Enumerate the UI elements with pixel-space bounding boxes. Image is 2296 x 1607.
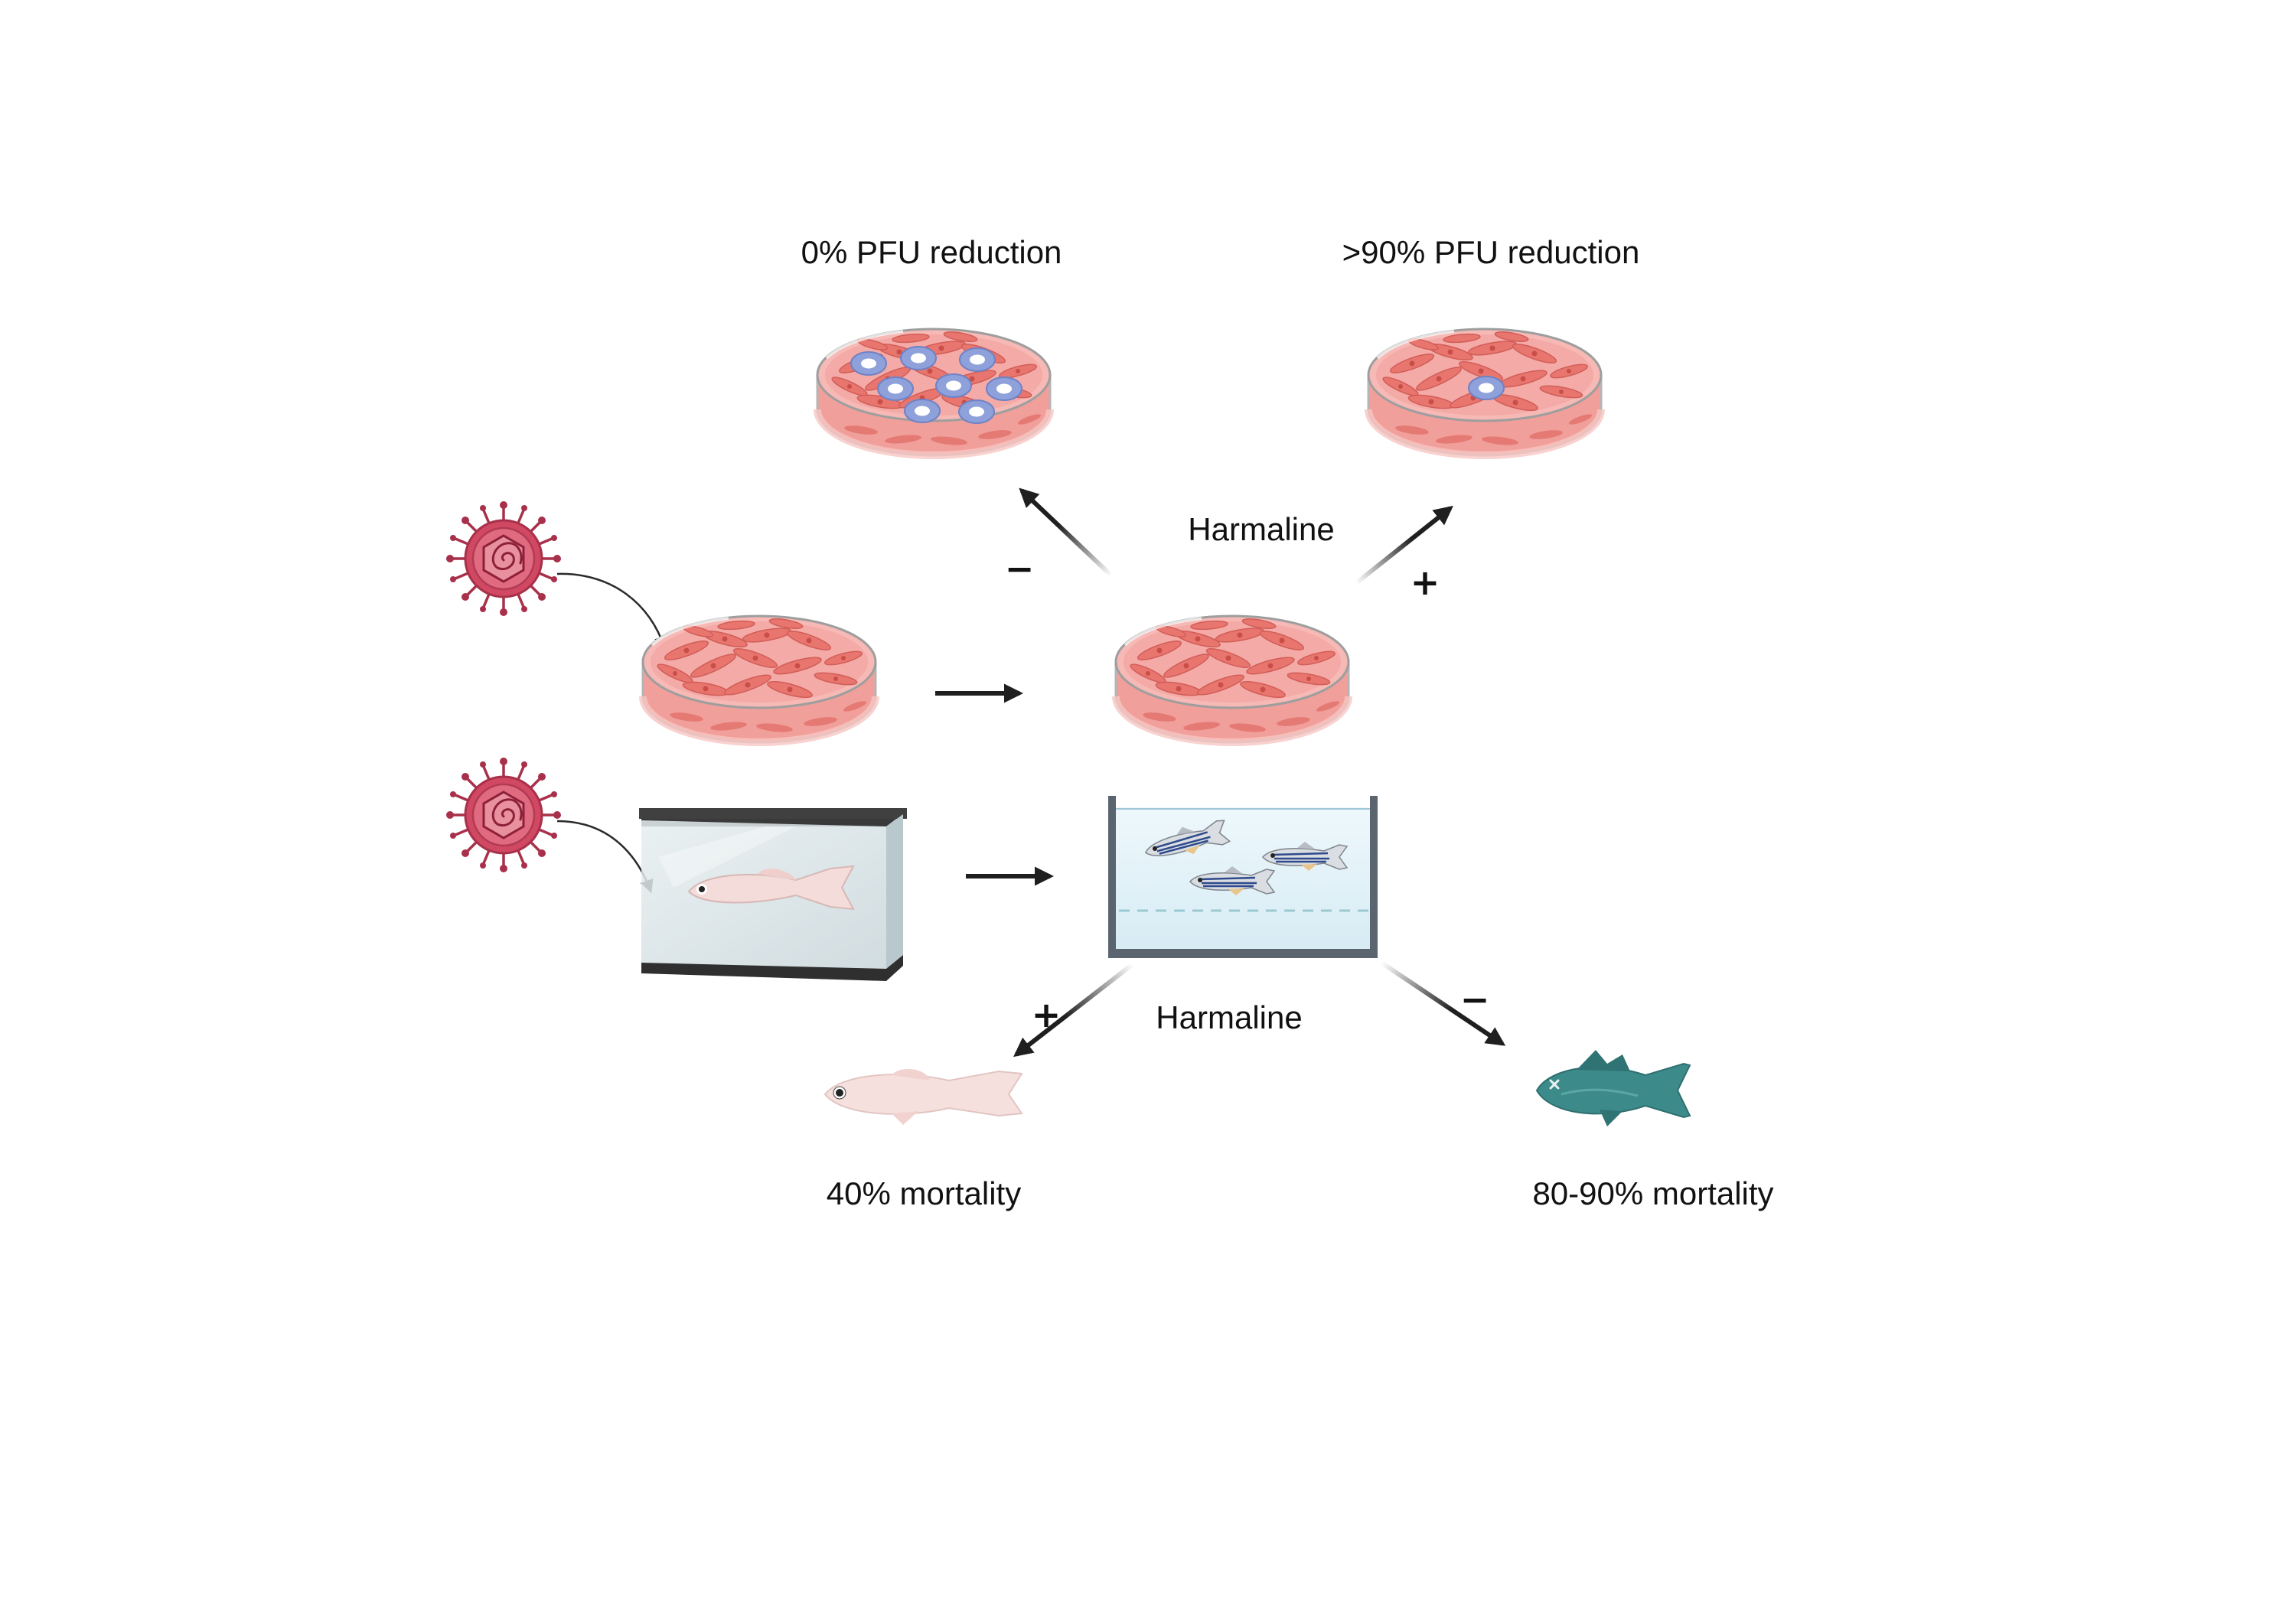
arrow-to-dead-fish — [1380, 960, 1506, 1046]
arrow-to-treated-dish — [1355, 505, 1453, 585]
minus-sign: − — [1004, 548, 1035, 589]
harmaline-cells-label: Harmaline — [1188, 511, 1335, 547]
mortality-untreated-label: 80-90% mortality — [1532, 1175, 1774, 1211]
pfu-untreated-label: 0% PFU reduction — [801, 234, 1062, 270]
untreated-dish-icon — [817, 329, 1050, 455]
harmaline-fish-label: Harmaline — [1156, 999, 1303, 1035]
pfu-treated-label: >90% PFU reduction — [1342, 234, 1640, 270]
petri-dish-icon — [1116, 616, 1349, 742]
treatment-tank-icon — [1108, 796, 1378, 958]
aquarium-icon — [639, 808, 907, 981]
infection-arrow-cells — [556, 572, 668, 650]
plus-sign: + — [1031, 994, 1062, 1035]
plaque-single — [1468, 376, 1505, 400]
arrow-to-untreated-dish — [1019, 487, 1114, 578]
virus-icon — [445, 500, 563, 618]
surviving-fish-icon — [823, 1068, 1023, 1125]
zebrafish-icon — [687, 865, 855, 911]
infected-dish-icon — [643, 616, 876, 742]
plus-sign: + — [1410, 562, 1440, 603]
virus-icon — [445, 756, 563, 874]
minus-sign: − — [1459, 979, 1490, 1020]
mortality-treated-label: 40% mortality — [826, 1175, 1022, 1211]
dead-fish-icon — [1535, 1050, 1691, 1126]
treated-dish-icon — [1368, 329, 1601, 455]
infection-arrow-fish — [556, 820, 654, 894]
arrow-to-surviving-fish — [1013, 962, 1134, 1058]
